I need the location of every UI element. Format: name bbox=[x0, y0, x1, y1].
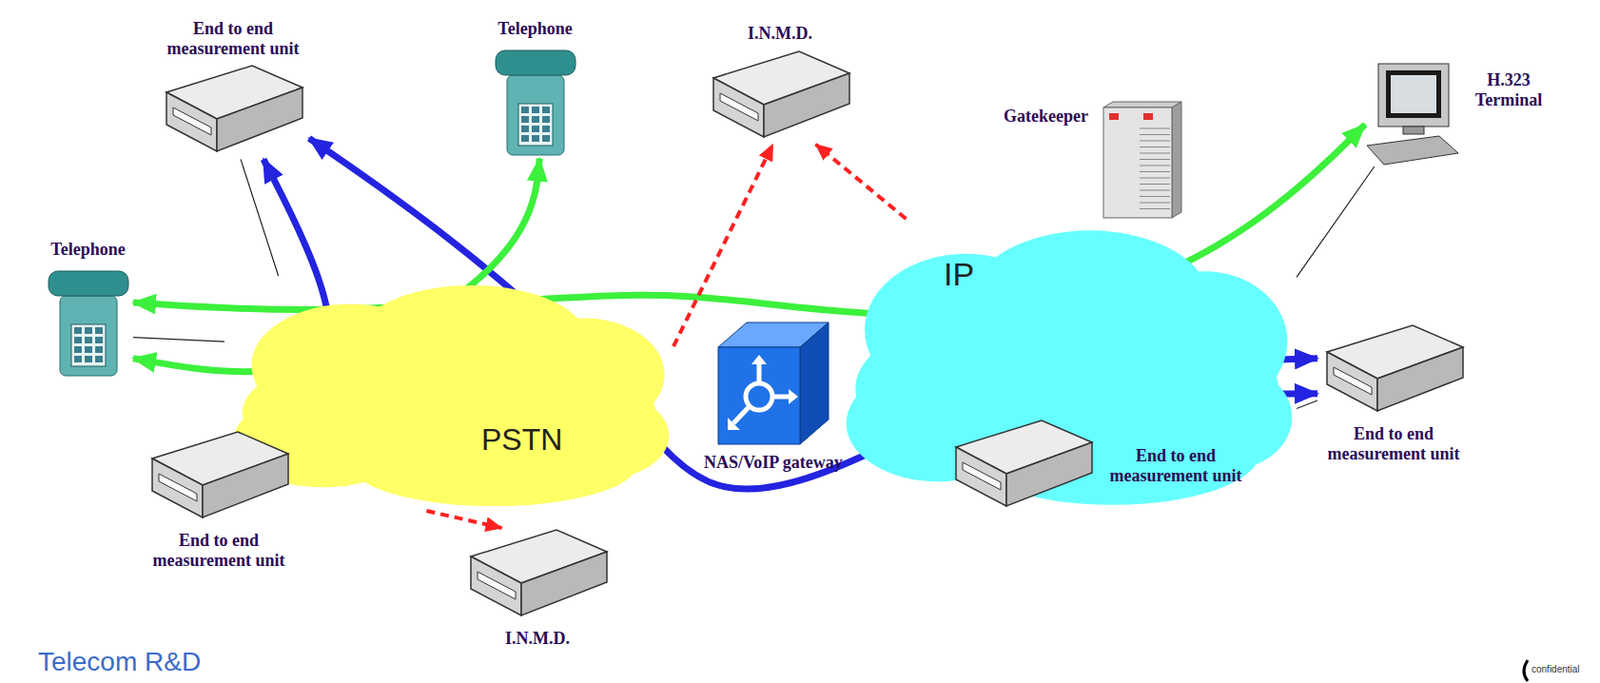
server-slots bbox=[1139, 128, 1171, 210]
monitor-screen bbox=[1390, 75, 1437, 114]
server-top bbox=[1103, 101, 1182, 108]
network-name: IP bbox=[939, 256, 978, 293]
unit-slot bbox=[1333, 367, 1372, 395]
gateway-side bbox=[800, 322, 829, 445]
router-arrows bbox=[727, 354, 799, 430]
unit-icon bbox=[951, 418, 1094, 514]
cloud-shape bbox=[224, 275, 674, 511]
device-label: Telephone bbox=[50, 239, 125, 260]
pstn-cloud: PSTN bbox=[224, 275, 674, 511]
device-label: I.N.M.D. bbox=[505, 628, 570, 649]
phone-keys bbox=[521, 106, 550, 142]
unit-slot bbox=[720, 93, 759, 121]
monitoring-arrow bbox=[816, 144, 907, 219]
pc-icon bbox=[1365, 61, 1461, 167]
router-symbol bbox=[733, 362, 791, 424]
server-icon bbox=[1093, 99, 1185, 219]
brand-text: Telecom R&D bbox=[38, 646, 201, 678]
unit-front bbox=[470, 556, 522, 616]
unit-front bbox=[166, 92, 217, 152]
phone-handset bbox=[495, 50, 576, 76]
unit-icon bbox=[466, 527, 609, 624]
unit-slot bbox=[173, 107, 212, 136]
bracket bbox=[1523, 660, 1528, 682]
unit-side bbox=[1006, 442, 1093, 507]
device-label: Gatekeeper bbox=[1003, 106, 1089, 127]
monitoring-arrow bbox=[426, 510, 502, 528]
unit-side bbox=[521, 551, 607, 616]
network-name: PSTN bbox=[477, 423, 566, 457]
gw-icon bbox=[716, 318, 831, 448]
phone-handset bbox=[48, 271, 129, 296]
monitor-frame bbox=[1385, 70, 1442, 118]
measurement-unit: End to end measurement unit bbox=[951, 418, 1252, 514]
server-light bbox=[1143, 113, 1153, 120]
unit-slot bbox=[962, 462, 1001, 490]
phone-icon bbox=[42, 265, 134, 380]
phone-keypad bbox=[518, 103, 553, 146]
inmd-unit: I.N.M.D. bbox=[466, 527, 609, 649]
unit-front bbox=[152, 458, 203, 518]
measurement-unit: End to end measurement unit bbox=[142, 429, 295, 570]
phone-icon bbox=[489, 44, 581, 159]
link-wire bbox=[133, 337, 225, 342]
measurement-unit: End to end measurement unit bbox=[1317, 323, 1470, 464]
unit-icon bbox=[708, 49, 852, 145]
gateway-box: NAS/VoIP gateway bbox=[703, 318, 843, 473]
unit-side bbox=[763, 73, 850, 137]
device-label: H.323 Terminal bbox=[1465, 70, 1552, 110]
device-label: End to end measurement unit bbox=[156, 19, 310, 59]
confidential-mark: confidential bbox=[1531, 663, 1581, 675]
device-label: End to end measurement unit bbox=[142, 530, 295, 570]
monitor-stand bbox=[1403, 126, 1425, 135]
unit-slot bbox=[158, 473, 197, 502]
unit-icon bbox=[161, 63, 305, 159]
unit-front bbox=[713, 78, 764, 137]
connector-group bbox=[133, 124, 1375, 528]
phone-body bbox=[507, 75, 565, 156]
monitor-case bbox=[1378, 63, 1449, 127]
phone-keys bbox=[74, 327, 103, 363]
gatekeeper-server: Gatekeeper bbox=[1003, 99, 1185, 219]
h323-terminal: H.323 Terminal bbox=[1365, 61, 1552, 167]
gateway-front bbox=[718, 347, 800, 445]
monitoring-arrow bbox=[673, 144, 774, 347]
keyboard bbox=[1366, 136, 1459, 165]
telephone: Telephone bbox=[42, 239, 134, 380]
unit-icon bbox=[147, 429, 291, 526]
device-label: End to end measurement unit bbox=[1317, 424, 1470, 464]
unit-side bbox=[1377, 347, 1464, 411]
unit-side bbox=[216, 87, 303, 152]
device-label: Telephone bbox=[497, 19, 572, 40]
server-light bbox=[1109, 113, 1119, 120]
device-label: NAS/VoIP gateway bbox=[703, 452, 843, 473]
unit-icon bbox=[1322, 323, 1465, 419]
link-wire bbox=[1296, 166, 1375, 277]
telephone: Telephone bbox=[489, 19, 581, 159]
unit-front bbox=[1326, 351, 1378, 411]
phone-keypad bbox=[71, 324, 106, 367]
measurement-unit: End to end measurement unit bbox=[156, 19, 310, 159]
server-side bbox=[1171, 101, 1182, 218]
device-label: End to end measurement unit bbox=[1099, 446, 1252, 486]
unit-front bbox=[956, 447, 1007, 507]
device-label: I.N.M.D. bbox=[747, 23, 813, 44]
server-front bbox=[1103, 107, 1172, 218]
inmd-unit: I.N.M.D. bbox=[708, 23, 852, 145]
link-wire bbox=[1296, 400, 1318, 409]
unit-slot bbox=[477, 571, 516, 600]
phone-body bbox=[59, 295, 118, 376]
link-wire bbox=[240, 158, 279, 276]
unit-side bbox=[202, 453, 289, 518]
